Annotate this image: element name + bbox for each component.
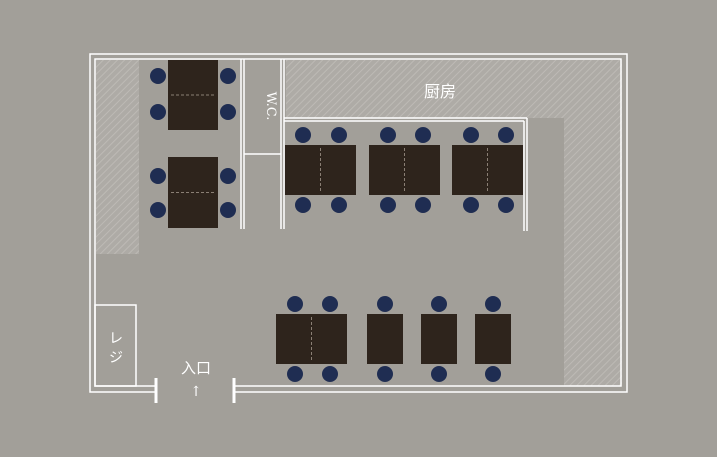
interior-walls [94,59,528,387]
chair [377,296,393,312]
table-lower-single-2 [421,314,457,364]
table-lower-single-3 [475,314,511,364]
chair [485,296,501,312]
chair [415,127,431,143]
chair [150,168,166,184]
chair [380,197,396,213]
chair [220,168,236,184]
left-hatch-zone [96,60,139,254]
chair [150,104,166,120]
chair [287,366,303,382]
chair [287,296,303,312]
chair [463,127,479,143]
entrance-label: 入口 [181,359,211,377]
chair [322,366,338,382]
chair [431,296,447,312]
chair [331,127,347,143]
chair [431,366,447,382]
chair [295,127,311,143]
right-hatch-zone [564,118,622,386]
entrance-arrow-icon: ↑ [190,384,202,400]
chair [463,197,479,213]
chair [485,366,501,382]
entrance-gap [157,384,234,396]
chair [498,127,514,143]
chair [415,197,431,213]
chair [322,296,338,312]
chair [295,197,311,213]
chairs-layer [150,68,514,382]
chair [498,197,514,213]
chair [331,197,347,213]
kitchen-area [286,60,622,118]
chair [380,127,396,143]
tables-layer [168,60,523,364]
table-lower-single-1 [367,314,403,364]
register-label-ji: ジ [109,350,123,366]
wc-label: W.C. [263,92,278,121]
chair [220,202,236,218]
chair [220,68,236,84]
chair [220,104,236,120]
chair [150,68,166,84]
chair [150,202,166,218]
kitchen-label: 厨房 [424,82,456,101]
register-label-re: レ [109,331,123,347]
chair [377,366,393,382]
